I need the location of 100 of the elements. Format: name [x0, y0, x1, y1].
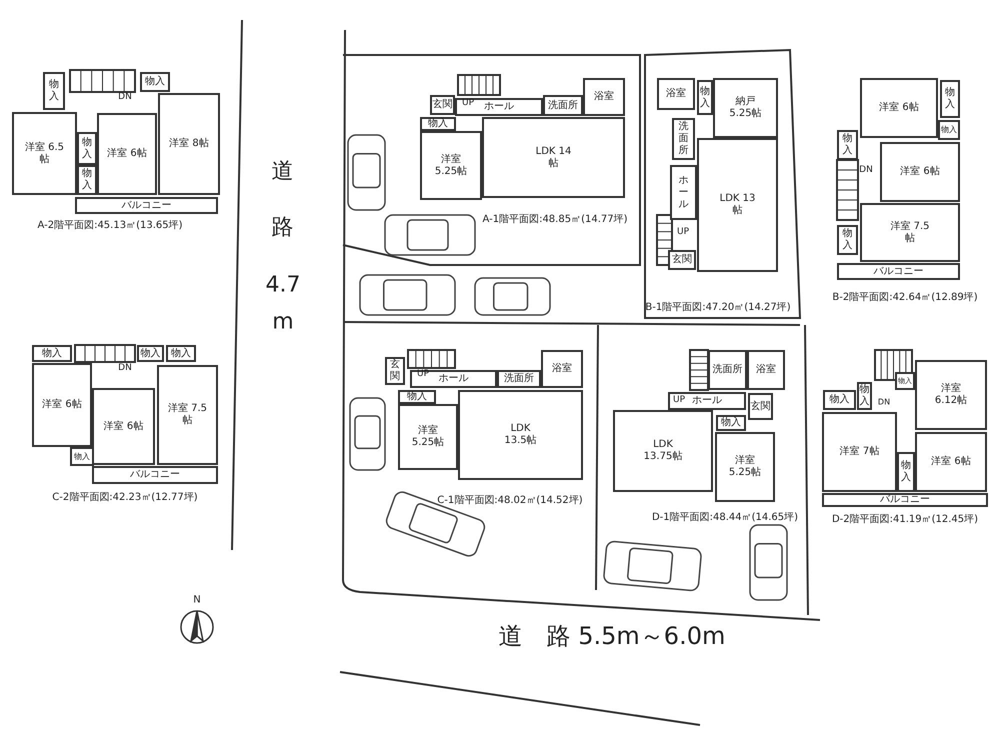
- room-label: 物入: [145, 76, 165, 88]
- room-label: バルコニー: [874, 266, 924, 278]
- room-box: [708, 350, 747, 390]
- room-label: 物入: [944, 87, 956, 111]
- room-box: [880, 142, 960, 202]
- room-box: [668, 392, 746, 410]
- room-label: 洋室 6帖: [878, 102, 920, 114]
- closet-box: [837, 130, 858, 160]
- stairs-label: DN: [118, 92, 132, 102]
- plan-caption: D-1階平面図:48.44㎡(14.65坪): [652, 510, 798, 524]
- closet-box: [77, 165, 97, 195]
- room-box: [668, 250, 696, 270]
- room-label: ホール: [678, 174, 689, 210]
- room-label: 浴室: [594, 91, 614, 103]
- room-label: ホール: [483, 101, 515, 113]
- closet-box: [32, 345, 72, 362]
- plan-caption: A-2階平面図:45.13㎡(13.65坪): [37, 218, 183, 232]
- road-label: m: [272, 310, 294, 334]
- room-label: LDK 14帖: [534, 146, 572, 170]
- balcony-box: [92, 466, 218, 484]
- room-label: 玄関: [432, 99, 452, 111]
- room-box: [822, 412, 897, 492]
- stairs-label: UP: [673, 395, 685, 405]
- room-box: [672, 118, 695, 160]
- room-label: 洋室 6帖: [899, 166, 941, 178]
- room-box: [657, 78, 695, 110]
- room-label: 浴室: [552, 363, 572, 375]
- plan-caption: D-2階平面図:41.19㎡(12.45坪): [832, 512, 978, 526]
- room-label: 洋室 5.25帖: [410, 425, 446, 449]
- stairs-label: DN: [118, 363, 132, 373]
- room-label: 洋室 6.5帖: [24, 142, 66, 166]
- room-label: 物入: [140, 348, 160, 360]
- plan-caption: A-1階平面図:48.85㎡(14.77坪): [482, 212, 628, 226]
- room-label: 玄関: [672, 254, 692, 266]
- closet-box: [716, 415, 746, 431]
- room-box: [583, 78, 625, 116]
- closet-box: [420, 117, 456, 131]
- plan-caption: C-2階平面図:42.23㎡(12.77坪): [52, 490, 198, 504]
- room-label: 洋室 5.25帖: [434, 154, 468, 178]
- room-label: 納戸 5.25帖: [728, 96, 763, 120]
- closet-box: [43, 72, 65, 110]
- room-label: LDK 13帖: [718, 193, 756, 217]
- closet-box: [77, 132, 97, 165]
- room-box: [420, 131, 482, 200]
- room-label: 物入: [428, 118, 448, 130]
- room-label: 物入: [859, 384, 870, 408]
- stairs-label: UP: [677, 227, 689, 237]
- room-label: 物入: [48, 79, 60, 103]
- road-label: 道路: [271, 158, 294, 242]
- room-label: 物入: [82, 168, 92, 192]
- room-label: 浴室: [666, 88, 686, 100]
- room-label: 物入: [700, 86, 710, 110]
- room-box: [613, 410, 713, 492]
- room-label: ホール: [691, 395, 723, 407]
- room-label: 洗面所: [548, 100, 578, 112]
- room-box: [670, 165, 697, 220]
- room-label: 洋室 7.5帖: [889, 220, 931, 244]
- balcony-box: [75, 197, 218, 214]
- room-label: 物入: [900, 460, 912, 484]
- room-box: [713, 78, 778, 138]
- room-label: 物入: [82, 136, 92, 160]
- room-box: [458, 390, 583, 480]
- room-label: 浴室: [756, 364, 776, 376]
- closet-box: [70, 447, 94, 466]
- room-box: [97, 113, 157, 195]
- room-box: [32, 363, 92, 447]
- room-label: 洋室 7帖: [838, 446, 880, 458]
- room-box: [747, 350, 785, 390]
- plan-caption: C-1階平面図:48.02㎡(14.52坪): [437, 494, 583, 507]
- room-label: LDK 13.75帖: [642, 439, 684, 463]
- room-label: バルコニー: [880, 494, 930, 506]
- room-label: 物入: [941, 124, 957, 136]
- room-label: 物入: [842, 133, 853, 157]
- closet-box: [837, 225, 858, 255]
- closet-box: [398, 390, 436, 404]
- closet-box: [166, 345, 196, 362]
- room-label: 物入: [842, 228, 853, 252]
- stairs-label: DN: [878, 398, 890, 406]
- compass-label: N: [193, 594, 201, 606]
- room-box: [715, 432, 775, 502]
- closet-box: [140, 72, 170, 92]
- room-label: 洋室 6帖: [102, 420, 144, 432]
- room-label: 物入: [42, 348, 62, 360]
- room-label: ホール: [438, 373, 470, 385]
- room-label: 洋室 5.25帖: [728, 455, 762, 479]
- room-label: バルコニー: [130, 469, 180, 481]
- plan-caption: B-1階平面図:47.20㎡(14.27坪): [645, 300, 791, 314]
- stairs-label: DN: [859, 165, 873, 175]
- room-box: [430, 95, 455, 115]
- room-label: 洋室 6帖: [41, 399, 83, 411]
- room-box: [541, 350, 583, 388]
- closet-box: [137, 345, 164, 362]
- room-box: [158, 93, 220, 195]
- closet-box: [823, 390, 856, 410]
- closet-box: [940, 80, 960, 118]
- plan-caption: B-2階平面図:42.64㎡(12.89坪): [832, 290, 978, 304]
- room-label: バルコニー: [122, 200, 172, 212]
- room-label: 洗面所: [504, 373, 534, 385]
- stairs-label: UP: [462, 98, 474, 108]
- room-label: 物入: [721, 417, 741, 429]
